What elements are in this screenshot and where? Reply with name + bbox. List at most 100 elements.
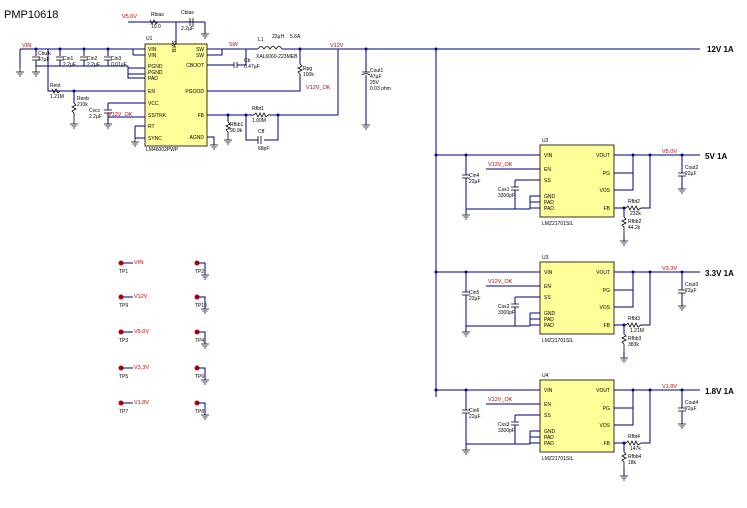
cb-value: 0.47µF — [244, 64, 260, 70]
u1-part: LM46002PWP — [146, 147, 179, 153]
rfbb-ref: Rfbb4 — [628, 454, 642, 460]
u1-pin-label-left: PGND — [148, 70, 163, 76]
ldo-pin-label-left: PAD — [544, 200, 554, 206]
u1-pin-label-left: SYNC — [148, 136, 162, 142]
test-point-net: V1.8V — [134, 400, 149, 406]
ldo-pin-label-left: SS — [544, 295, 551, 301]
cin2-value: 2.2µF — [87, 62, 100, 68]
ground-symbol — [70, 123, 78, 129]
u1-pin-label-right: FB — [198, 113, 205, 119]
cout1-ref: Cout1 — [370, 68, 384, 74]
ground-symbol — [201, 308, 209, 314]
l1-ref: L1 — [258, 37, 264, 43]
u1-pin-label-left: SS/TRK — [148, 113, 167, 119]
ground-symbol — [362, 124, 370, 130]
ground-symbol — [201, 379, 209, 385]
test-point-ref: TP3 — [119, 338, 128, 344]
ground-symbol — [210, 144, 218, 150]
test-points: VINTP1V12VTP9V5.0VTP3V3.3VTP5V1.8VTP7TP2… — [118, 260, 209, 420]
ldo-pin-label-left: VIN — [544, 388, 553, 394]
l1-current: 5.6A — [290, 34, 301, 40]
ground-symbol — [620, 240, 628, 246]
gnd-test-point-ref: TP2 — [195, 269, 204, 275]
ldo-pin-label-left: GND — [544, 311, 556, 317]
u1-pin-label-left: RT — [148, 124, 155, 130]
test-point-net: VIN — [134, 260, 143, 266]
net-label-v5v-top: V5.0V — [122, 14, 137, 20]
ldo-ref: U3 — [542, 255, 549, 261]
ldo-pin-label-right: VOUT — [596, 153, 610, 159]
rfbt-value: 232k — [630, 211, 641, 217]
ldo-part: LMZ21701SIL — [542, 221, 574, 227]
test-point-net: V12V — [134, 294, 148, 300]
rfbt1-value: 1.00M — [252, 118, 266, 124]
ldo-pin-label-left: GND — [544, 194, 556, 200]
u1-bias-pin: BIAS — [172, 40, 178, 52]
rfbt-ref: Rfbt2 — [628, 199, 640, 205]
output-12v-label: 12V 1A — [707, 45, 734, 54]
rfbt1-ref: Rfbt1 — [252, 106, 264, 112]
net-label-vout: V5.0V — [662, 149, 677, 155]
ground-symbol — [678, 305, 686, 311]
rent-ref: Rent — [50, 83, 61, 89]
net-label-v12v-ok: V12V_OK — [306, 85, 331, 91]
cin-value: 22µF — [469, 296, 481, 302]
renb-value: 210k — [77, 102, 88, 108]
cout-value: 22µF — [685, 171, 697, 177]
cin3-value: 0.01µF — [111, 62, 127, 68]
ldo-pin-label-right: FB — [604, 323, 611, 329]
ground-symbol — [462, 331, 470, 337]
ldo-channel-1: U2LMZ21701SILVINENSSGNDPADPADVOUTPGVOSFB… — [434, 138, 727, 246]
cout-ref: Cout4 — [685, 400, 699, 406]
renb-ref: Renb — [77, 96, 89, 102]
gnd-test-point-ref: TP4 — [195, 338, 204, 344]
u1-ref: U1 — [146, 36, 153, 42]
cin-ref: Cin5 — [469, 290, 480, 296]
cout1-voltage: 25V — [370, 80, 380, 86]
cvcc-ref: Cvcc — [89, 108, 101, 114]
css-value: 3300pF — [498, 428, 515, 434]
ldo-pin-label-left: SS — [544, 178, 551, 184]
rfbb-ref: Rfbb3 — [628, 336, 642, 342]
u1-pin-label-right: CBOOT — [186, 63, 204, 69]
ground-symbol — [620, 357, 628, 363]
ldo-pin-label-left: EN — [544, 284, 551, 290]
ground-symbol — [201, 33, 209, 39]
u1-buck-regulator — [144, 43, 208, 147]
net-label-v12v-ok-u1: V12V_OK — [108, 112, 133, 118]
gnd-test-point-ref: TP6 — [195, 374, 204, 380]
cbulk-value: 47µF — [38, 57, 50, 63]
cin2-ref: Cin2 — [87, 56, 98, 62]
ldo-pin-label-left: PAD — [544, 206, 554, 212]
gnd-test-point-ref: TP10 — [195, 303, 207, 309]
gnd-test-point-5: TP8 — [194, 400, 209, 420]
ldo-pin-label-left: PAD — [544, 435, 554, 441]
ldo-pin-label-left: VIN — [544, 270, 553, 276]
output-label: 3.3V 1A — [705, 269, 734, 278]
cin-ref: Cin4 — [469, 173, 480, 179]
ground-symbol — [462, 449, 470, 455]
test-point-net: V5.0V — [134, 329, 149, 335]
ldo-ic-box — [539, 261, 615, 335]
u1-pin-label-left: VIN — [148, 47, 157, 53]
ldo-pin-label-left: VIN — [544, 153, 553, 159]
cin-ref: Cin6 — [469, 408, 480, 414]
rfbb-value: 44.2k — [628, 225, 641, 231]
ldo-pin-label-right: FB — [604, 206, 611, 212]
u1-pin-label-right: PGOOD — [185, 89, 204, 95]
ground-symbol — [224, 139, 232, 145]
cout1-esr: 0.03 ohm — [370, 86, 391, 92]
test-point-ref: TP5 — [119, 374, 128, 380]
ground-symbol — [201, 343, 209, 349]
l1-part: XAL6060-223MEB — [256, 54, 298, 60]
cb-ref: Cb — [244, 58, 251, 64]
ground-symbol — [16, 68, 24, 77]
gnd-test-point-4: TP6 — [194, 365, 209, 385]
cff-value: 68pF — [258, 146, 269, 152]
net-label-vout: V1.8V — [662, 384, 677, 390]
ldo-channels: U2LMZ21701SILVINENSSGNDPADPADVOUTPGVOSFB… — [434, 138, 734, 481]
